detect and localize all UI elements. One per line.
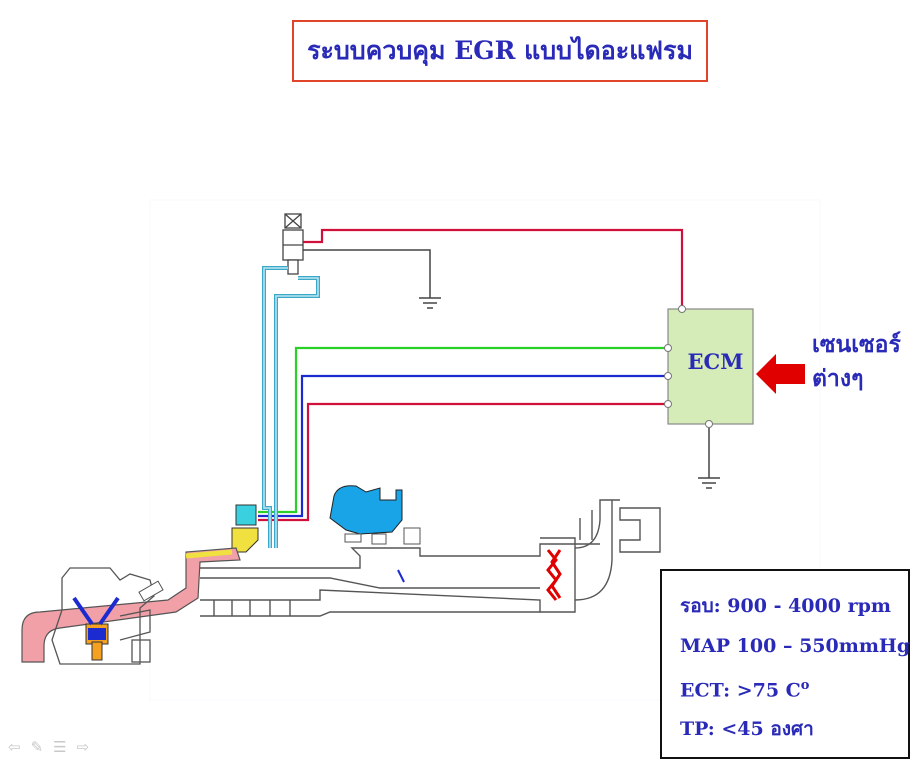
egr-valve	[231, 504, 259, 553]
sensor-label-line2: ต่างๆ	[812, 365, 864, 392]
background-texture	[149, 199, 821, 701]
condition-tp: TP: <45 องศา	[680, 718, 814, 740]
menu-icon[interactable]: ☰	[53, 738, 67, 756]
arrow-right-icon[interactable]: ⇨	[76, 738, 90, 756]
arrow-left-icon[interactable]: ⇦	[8, 738, 21, 756]
sensor-label: เซนเซอร์ ต่างๆ	[812, 328, 922, 396]
engine-block	[51, 567, 155, 665]
pencil-icon[interactable]: ✎	[30, 738, 44, 756]
exhaust-pipe	[21, 547, 241, 663]
egr-vacuum-modulator	[329, 485, 421, 545]
degree-symbol: o	[800, 678, 810, 693]
spark-plug	[138, 580, 164, 602]
wire-green	[258, 346, 668, 514]
wire-vsv-ground	[300, 249, 431, 298]
wire-blue	[258, 374, 668, 518]
condition-ect: ECT: >75 Co	[680, 678, 809, 701]
ground-icon	[698, 477, 720, 489]
title-box: ระบบควบคุม EGR แบบไดอะแฟรม	[292, 20, 708, 82]
arrow-left-icon	[756, 354, 805, 394]
wire-red-top	[300, 228, 684, 309]
condition-map: MAP 100 – 550mmHg	[680, 635, 911, 657]
conditions-box: รอบ: 900 - 4000 rpm MAP 100 – 550mmHg EC…	[660, 569, 910, 759]
ecm-box	[667, 308, 754, 425]
intake-system	[200, 499, 661, 617]
sensor-label-line1: เซนเซอร์	[812, 331, 901, 358]
condition-ect-text: ECT: >75 C	[680, 679, 801, 702]
ground-icon	[419, 297, 441, 309]
vsv-valve	[282, 213, 304, 275]
slide-navigation: ⇦ ✎ ☰ ⇨	[8, 738, 89, 756]
ecm-label: ECM	[687, 349, 744, 374]
page-title: ระบบควบคุม EGR แบบไดอะแฟรม	[307, 36, 693, 65]
wire-red	[258, 402, 668, 522]
condition-rpm: รอบ: 900 - 4000 rpm	[680, 595, 891, 617]
